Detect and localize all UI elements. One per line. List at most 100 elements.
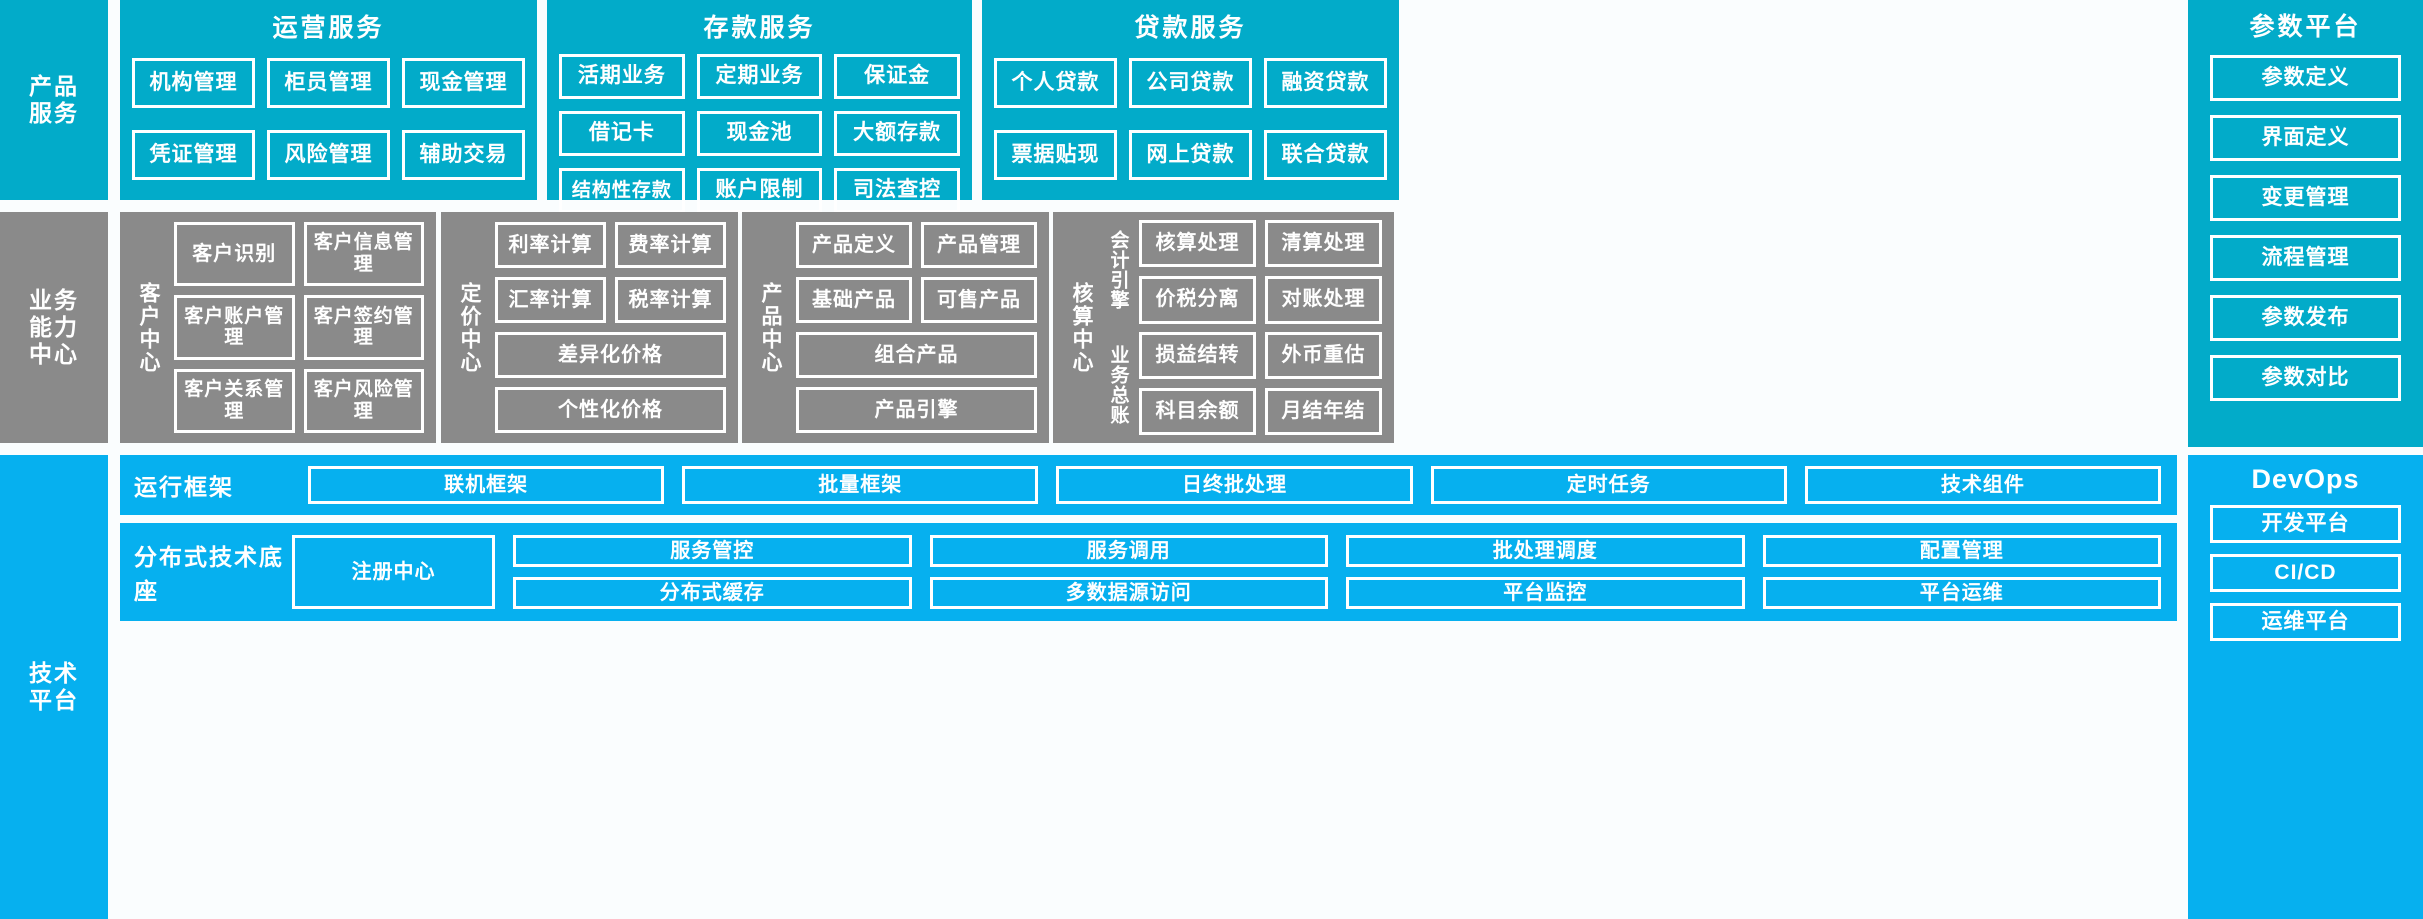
tile-parameter-compare[interactable]: 参数对比 (2210, 355, 2401, 401)
panel-loan-services: 贷款服务 个人贷款 公司贷款 融资贷款 票据贴现 网上贷款 联合贷款 (982, 0, 1399, 200)
tile-differentiated-pricing[interactable]: 差异化价格 (495, 332, 726, 378)
tile-basic-product[interactable]: 基础产品 (796, 277, 912, 323)
subgroup-accounting-engine: 会计引擎 核算处理 清算处理 价税分离 对账处理 (1101, 212, 1394, 328)
subgroup-general-ledger: 业务总账 损益结转 外币重估 科目余额 月结年结 (1101, 328, 1394, 444)
panel-deposit-services: 存款服务 活期业务 定期业务 保证金 借记卡 现金池 大额存款 结构性存款 账户… (547, 0, 972, 213)
tile-corporate-loan[interactable]: 公司贷款 (1129, 58, 1252, 108)
center-pricing: 定价中心 利率计算 费率计算 汇率计算 税率计算 差异化价格 个性化价格 (441, 212, 738, 443)
tile-margin-deposit[interactable]: 保证金 (834, 54, 960, 99)
center-customer: 客户中心 客户识别 客户信息管理 客户账户管理 客户签约管理 客户关系管理 客户… (120, 212, 436, 443)
tile-price-tax-separation[interactable]: 价税分离 (1139, 276, 1256, 324)
tile-personal-loan[interactable]: 个人贷款 (994, 58, 1117, 108)
panel-title-devops: DevOps (2251, 464, 2360, 494)
band-distributed-technology-base: 分布式技术底座 注册中心 服务管控 服务调用 批处理调度 配置管理 分布式缓存 … (120, 523, 2177, 621)
tile-customer-contract-management[interactable]: 客户签约管理 (303, 295, 424, 360)
tile-parameter-definition[interactable]: 参数定义 (2210, 55, 2401, 101)
center-accounting: 核算中心 会计引擎 核算处理 清算处理 价税分离 对账处理 业务总账 损益结转 … (1053, 212, 1394, 443)
tile-distributed-cache[interactable]: 分布式缓存 (513, 577, 912, 609)
tile-financing-loan[interactable]: 融资贷款 (1264, 58, 1387, 108)
tile-platform-operations[interactable]: 平台运维 (1762, 577, 2161, 609)
tile-interest-rate-calculation[interactable]: 利率计算 (495, 222, 606, 268)
tile-platform-monitoring[interactable]: 平台监控 (1346, 577, 1745, 609)
tile-configuration-management[interactable]: 配置管理 (1762, 535, 2161, 567)
tile-cash-pool[interactable]: 现金池 (696, 111, 823, 156)
center-label-accounting: 核算中心 (1070, 281, 1093, 374)
tile-demand-business[interactable]: 活期业务 (559, 54, 685, 99)
tile-customer-risk-management[interactable]: 客户风险管理 (303, 368, 424, 433)
panel-title-operation-services: 运营服务 (272, 14, 385, 42)
panel-title-loan-services: 贷款服务 (1134, 14, 1247, 42)
tile-risk-management[interactable]: 风险管理 (267, 130, 390, 180)
tile-org-management[interactable]: 机构管理 (132, 58, 255, 108)
tile-time-business[interactable]: 定期业务 (696, 54, 823, 99)
center-product: 产品中心 产品定义 产品管理 基础产品 可售产品 组合产品 产品引擎 (742, 212, 1049, 443)
tile-online-framework[interactable]: 联机框架 (308, 466, 665, 504)
tile-customer-relationship-management[interactable]: 客户关系管理 (174, 368, 295, 433)
layer-label-business-capability: 业务 能力 中心 (0, 212, 108, 443)
tile-account-restriction[interactable]: 账户限制 (696, 168, 823, 213)
tile-teller-management[interactable]: 柜员管理 (267, 58, 390, 108)
tile-product-definition[interactable]: 产品定义 (796, 222, 912, 268)
tile-accounting-processing[interactable]: 核算处理 (1139, 220, 1256, 268)
subgroup-label-accounting-engine: 会计引擎 (1107, 229, 1129, 310)
tile-auxiliary-transaction[interactable]: 辅助交易 (402, 130, 525, 180)
tile-voucher-management[interactable]: 凭证管理 (132, 130, 255, 180)
subgroup-label-general-ledger: 业务总账 (1107, 345, 1129, 426)
tile-scheduled-task[interactable]: 定时任务 (1430, 466, 1787, 504)
tile-personalized-pricing[interactable]: 个性化价格 (495, 387, 726, 433)
band-label-distributed-technology-base: 分布式技术底座 (134, 544, 284, 604)
tile-debit-card[interactable]: 借记卡 (559, 111, 685, 156)
tile-technical-component[interactable]: 技术组件 (1804, 466, 2161, 504)
tile-customer-info-management[interactable]: 客户信息管理 (303, 222, 424, 287)
panel-title-parameter-platform: 参数平台 (2249, 13, 2362, 41)
tile-settlement-processing[interactable]: 清算处理 (1265, 220, 1382, 268)
layer-label-product-services: 产品 服务 (0, 0, 108, 200)
tile-reconciliation-processing[interactable]: 对账处理 (1265, 276, 1382, 324)
label-line: 服务 (29, 100, 79, 126)
tile-foreign-currency-revaluation[interactable]: 外币重估 (1265, 331, 1382, 379)
layer-label-technical-platform-text: 技术 平台 (0, 455, 108, 919)
tile-product-management[interactable]: 产品管理 (921, 222, 1037, 268)
tile-ci-cd[interactable]: CI/CD (2210, 554, 2401, 592)
label-line: 平台 (29, 687, 79, 713)
tile-structured-deposit[interactable]: 结构性存款 (559, 168, 685, 213)
label-line: 能力 (29, 313, 79, 340)
tile-batch-scheduling[interactable]: 批处理调度 (1346, 535, 1745, 567)
tile-interface-definition[interactable]: 界面定义 (2210, 115, 2401, 161)
tile-development-platform[interactable]: 开发平台 (2210, 505, 2401, 543)
tile-eod-batch-processing[interactable]: 日终批处理 (1056, 466, 1413, 504)
tile-bill-discount[interactable]: 票据贴现 (994, 130, 1117, 180)
center-label-customer: 客户中心 (137, 281, 160, 374)
tile-cash-management[interactable]: 现金管理 (402, 58, 525, 108)
tile-large-deposit[interactable]: 大额存款 (834, 111, 960, 156)
tile-customer-account-management[interactable]: 客户账户管理 (174, 295, 295, 360)
tile-registry-center[interactable]: 注册中心 (292, 535, 495, 609)
tile-month-year-end-closing[interactable]: 月结年结 (1265, 387, 1382, 435)
label-line: 中心 (29, 341, 79, 368)
tile-exchange-rate-calculation[interactable]: 汇率计算 (495, 277, 606, 323)
tile-batch-framework[interactable]: 批量框架 (682, 466, 1039, 504)
layer-label-business-capability-text: 业务 能力 中心 (0, 212, 108, 443)
tile-account-balance[interactable]: 科目余额 (1139, 387, 1256, 435)
tile-parameter-release[interactable]: 参数发布 (2210, 295, 2401, 341)
tile-service-governance[interactable]: 服务管控 (513, 535, 912, 567)
tile-customer-identification[interactable]: 客户识别 (174, 222, 295, 287)
center-label-product: 产品中心 (759, 281, 782, 374)
tile-sellable-product[interactable]: 可售产品 (921, 277, 1037, 323)
tile-multi-datasource-access[interactable]: 多数据源访问 (929, 577, 1328, 609)
tile-change-management[interactable]: 变更管理 (2210, 175, 2401, 221)
tile-joint-loan[interactable]: 联合贷款 (1264, 130, 1387, 180)
tile-judicial-control[interactable]: 司法查控 (834, 168, 960, 213)
tile-tax-rate-calculation[interactable]: 税率计算 (615, 277, 726, 323)
tile-process-management[interactable]: 流程管理 (2210, 235, 2401, 281)
tile-combined-product[interactable]: 组合产品 (796, 332, 1037, 378)
panel-title-deposit-services: 存款服务 (703, 14, 816, 42)
tile-profit-loss-carryover[interactable]: 损益结转 (1139, 331, 1256, 379)
panel-operation-services: 运营服务 机构管理 柜员管理 现金管理 凭证管理 风险管理 辅助交易 (120, 0, 537, 200)
tile-product-engine[interactable]: 产品引擎 (796, 387, 1037, 433)
tile-service-invocation[interactable]: 服务调用 (929, 535, 1328, 567)
tile-operations-platform[interactable]: 运维平台 (2210, 603, 2401, 641)
label-line: 业务 (29, 286, 79, 313)
tile-online-loan[interactable]: 网上贷款 (1129, 130, 1252, 180)
tile-fee-rate-calculation[interactable]: 费率计算 (615, 222, 726, 268)
